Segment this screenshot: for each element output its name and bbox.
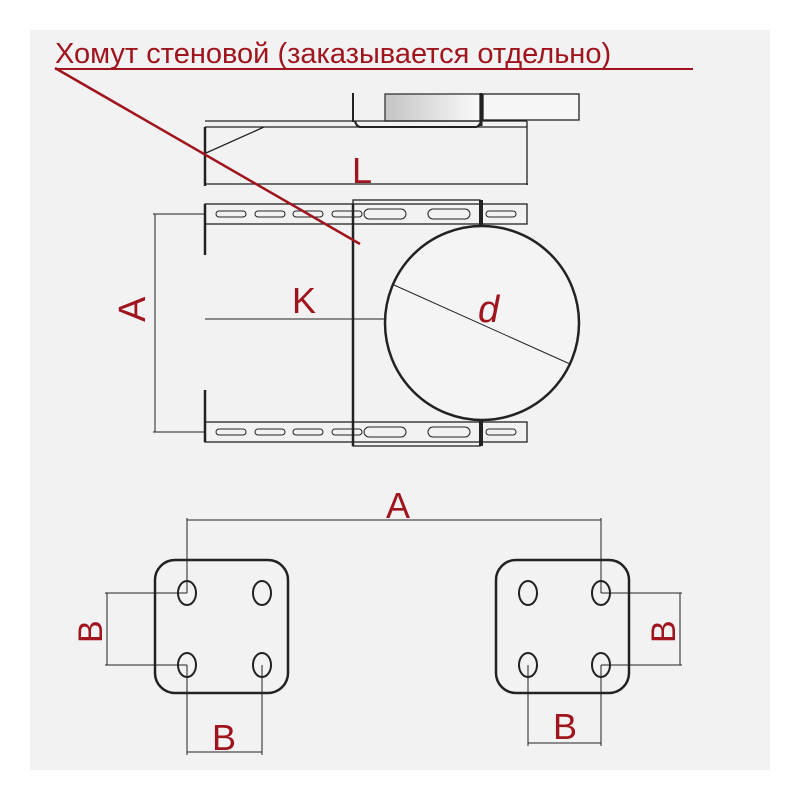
label-K: K: [292, 280, 316, 321]
label-B-left-horizontal: B: [212, 717, 236, 758]
pipe-circle: [383, 224, 581, 422]
mounting-plates: [105, 518, 682, 755]
label-B-left-vertical: B: [72, 620, 110, 643]
side-view: [203, 93, 580, 186]
label-A-top: A: [386, 485, 410, 526]
label-B-right-vertical: B: [645, 620, 683, 643]
label-L: L: [352, 150, 372, 191]
label-d: d: [478, 289, 501, 331]
background-panel: [30, 30, 770, 770]
title: Хомут стеновой (заказывается отдельно): [55, 38, 611, 70]
label-B-right-horizontal: B: [553, 706, 577, 747]
label-A-side: A: [112, 296, 154, 322]
top-view: [153, 199, 581, 447]
leader-line: [54, 66, 361, 246]
